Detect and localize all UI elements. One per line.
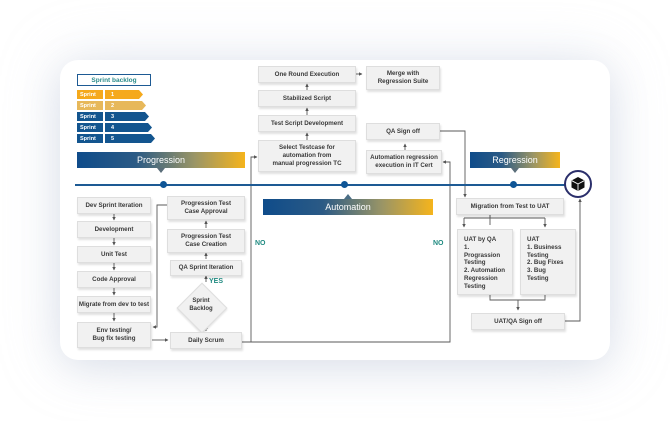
step-automation-regression-execution: Automation regression execution in IT Ce… [366, 150, 442, 174]
step-uat-by-qa: UAT by QA 1. Prograssion Testing 2. Auto… [457, 229, 513, 295]
sprint-number: 4 [105, 123, 152, 132]
regression-banner: Regression [470, 152, 560, 173]
step-dev-sprint-iteration: Dev Sprint Iteration [77, 197, 151, 214]
step-select-testcase: Select Testcase for automation from manu… [258, 140, 356, 172]
banner-pointer [344, 194, 352, 199]
arrow-approval-to-env [152, 204, 167, 329]
step-migrate-dev-to-test: Migrate from dev to test [77, 296, 151, 313]
step-migration-test-to-uat: Migration from Test to UAT [456, 198, 564, 215]
cube-icon [571, 177, 585, 191]
sprint-label: Sprint [77, 112, 103, 121]
sprint-item: Sprint 1 [77, 90, 143, 99]
step-development: Development [77, 221, 151, 238]
step-qa-sprint-iteration: QA Sprint Iteration [170, 260, 242, 276]
step-progression-test-case-creation: Progression Test Case Creation [167, 229, 245, 253]
timeline-dot-automation [341, 181, 348, 188]
sprint-label: Sprint [77, 123, 103, 132]
arrow-no-right [242, 160, 451, 343]
step-test-script-development: Test Script Development [258, 115, 356, 132]
line-merge-bar [489, 295, 546, 301]
sprint-item: Sprint 2 [77, 101, 146, 110]
sprint-item: Sprint 4 [77, 123, 152, 132]
progression-label: Progression [136, 155, 186, 165]
step-code-approval: Code Approval [77, 271, 151, 288]
arrow-signoff-to-cube [565, 198, 582, 322]
step-unit-test: Unit Test [77, 246, 151, 263]
banner-pointer [511, 168, 519, 173]
progression-banner: Progression [77, 152, 245, 173]
sprint-backlog-title: Sprint backlog [77, 74, 151, 86]
step-daily-scrum: Daily Scrum [170, 332, 242, 349]
decision-sprint-backlog: Sprint Backlog [189, 298, 213, 313]
no-label-left: NO [255, 240, 266, 247]
step-uat: UAT 1. Business Testing 2. Bug Fixes 3. … [520, 229, 576, 295]
timeline [75, 184, 567, 186]
step-uat-qa-sign-off: UAT/QA Sign off [471, 313, 565, 330]
automation-banner: Automation [263, 194, 433, 215]
sprint-number: 5 [105, 134, 155, 143]
sprint-label: Sprint [77, 90, 103, 99]
step-qa-sign-off: QA Sign off [366, 123, 440, 140]
sprint-label: Sprint [77, 101, 103, 110]
step-one-round-execution: One Round Execution [258, 66, 356, 83]
step-progression-test-case-approval: Progression Test Case Approval [167, 196, 245, 220]
arrow-no-left [250, 155, 258, 342]
step-stabilized-script: Stabilized Script [258, 90, 356, 107]
step-merge-regression-suite: Merge with Regression Suite [366, 66, 440, 90]
regression-label: Regression [492, 155, 538, 165]
sprint-label: Sprint [77, 134, 103, 143]
timeline-dot-regression [510, 181, 517, 188]
sprint-number: 3 [105, 112, 149, 121]
banner-pointer [157, 168, 165, 173]
arrow-qa-to-migration [440, 130, 467, 198]
timeline-dot-progression [160, 181, 167, 188]
sprint-item: Sprint 5 [77, 134, 155, 143]
sprint-number: 1 [105, 90, 143, 99]
automation-label: Automation [325, 202, 371, 212]
no-label-right: NO [433, 240, 444, 247]
end-node [564, 170, 592, 198]
sprint-number: 2 [105, 101, 146, 110]
step-env-testing: Env testing/ Bug fix testing [77, 322, 151, 348]
yes-label: YES [209, 278, 224, 285]
sprint-item: Sprint 3 [77, 112, 149, 121]
